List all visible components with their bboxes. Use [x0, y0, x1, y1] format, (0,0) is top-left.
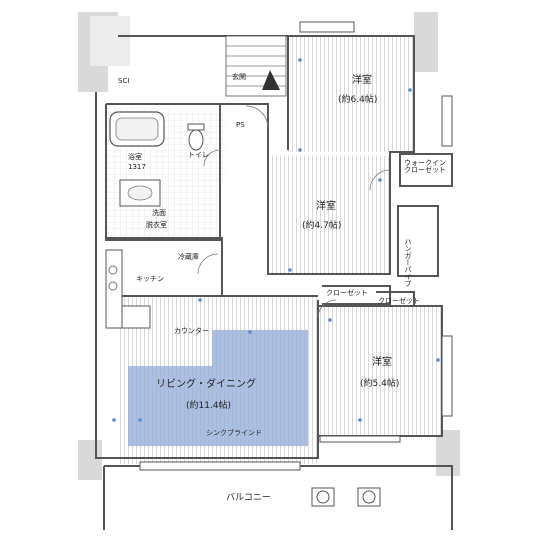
storage-label-wic: ウォークイン クローゼット — [404, 159, 446, 174]
room-label-kitchen: キッチン — [136, 275, 164, 283]
bathtub — [109, 111, 165, 147]
room-label-ldk: リビング・ダイニング — [156, 379, 256, 390]
structure — [78, 12, 460, 480]
room-size-western-3: (約5.4帖) — [360, 379, 400, 389]
door-swings — [197, 105, 391, 319]
fixture-label-counter: カウンター — [174, 327, 209, 335]
room-label-western-3: 洋室 — [372, 357, 392, 368]
room-size-western-2: (約4.7帖) — [302, 221, 342, 231]
room-label-western-2: 洋室 — [316, 201, 336, 212]
kitchen-counter — [105, 249, 151, 329]
outdoor-units — [311, 487, 381, 507]
fixture-label-hanger: ハンガーパイプ — [404, 238, 412, 287]
room-size-western-1: (約6.4帖) — [338, 95, 378, 105]
room-label-bath: 浴室 — [128, 153, 142, 161]
storage-label-shoe: SCI — [118, 77, 130, 85]
outlet-marks — [112, 58, 440, 422]
room-size-ldk: (約11.4帖) — [186, 401, 232, 411]
room-sub-washroom: 脱衣室 — [146, 221, 167, 229]
entrance-stairs — [225, 35, 287, 97]
storage-label-closet-a: クローゼット — [326, 289, 368, 297]
storage-label-entrance: 玄関 — [232, 73, 246, 81]
toilet — [187, 123, 205, 151]
storage-label-closet-b: クローゼット — [378, 297, 420, 305]
windows — [139, 21, 453, 471]
washbasin — [119, 179, 161, 207]
storage-label-fridge: 冷蔵庫 — [178, 253, 199, 261]
fixture-label-ldk-rail: シンクブラインド — [206, 429, 262, 437]
storage-label-pantry: PS — [236, 121, 245, 129]
room-label-washroom: 洗面 — [152, 209, 166, 217]
room-label-balcony: バルコニー — [226, 493, 271, 503]
room-size-bath: 1317 — [128, 163, 146, 171]
room-label-western-1: 洋室 — [352, 75, 372, 86]
storage-label-toilet: トイレ — [188, 151, 209, 159]
